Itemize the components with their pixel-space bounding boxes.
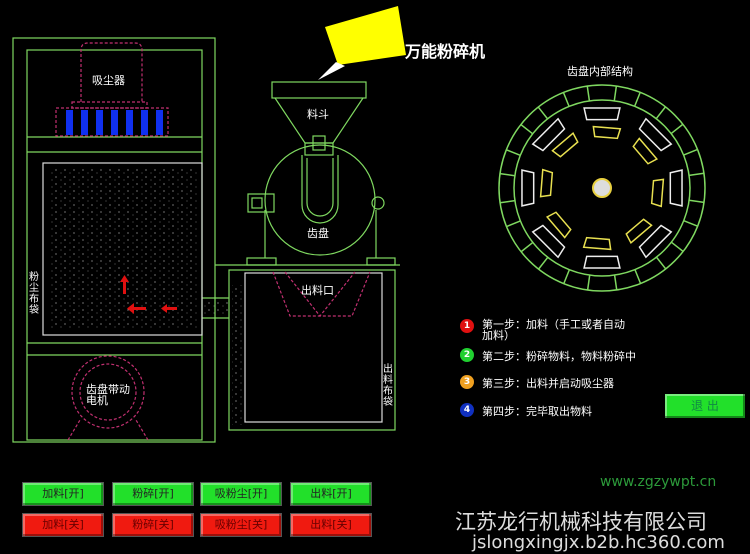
blade [638,117,673,152]
gear-tooth [562,92,570,107]
gear-tooth [506,220,521,228]
gear-tooth [670,241,684,253]
blade [551,131,579,158]
blade [521,169,535,207]
gear-tooth [537,256,549,270]
step-text: 第一步：加料（手工或者自动加料） [482,318,625,342]
blade [531,117,566,152]
gear-tooth [499,172,515,177]
gear-tooth [520,241,534,253]
gear-tooth [563,269,571,284]
watermark: www.zgzywpt.cn [600,474,717,490]
outlet-label: 出料口 [301,284,334,297]
gear-tooth [520,123,534,135]
flow-arrows-icon [120,275,177,314]
gear-tooth [655,256,667,270]
blade [583,255,621,269]
step-2: 2 第二步：粉碎物料，物料粉碎中 [460,348,660,364]
feed-off-button[interactable]: 加料[关] [22,513,104,537]
page-title: 万能粉碎机 [405,42,486,61]
exit-button[interactable]: 退 出 [665,394,745,418]
crush-on-button[interactable]: 粉碎[开] [112,482,194,506]
gear-internal-label: 齿盘内部结构 [567,65,633,78]
step-3: 3 第三步：出料并启动吸尘器 [460,375,660,391]
blade [545,211,572,239]
gear-tooth [586,275,591,291]
gear-disc-diagram [498,84,706,292]
step-text: 第四步：完毕取出物料 [482,405,592,418]
step-text: 第二步：粉碎物料，物料粉碎中 [482,350,636,363]
step-number-badge: 4 [460,403,474,417]
blade [669,169,683,207]
dust-chamber [42,162,383,423]
step-1: 1 第一步：加料（手工或者自动加料） [460,319,660,341]
company-name: 江苏龙行机械科技有限公司 [455,510,707,534]
blade [625,218,653,245]
gear-tooth [634,269,642,284]
outlet-bag-label: 出料布袋 [383,364,393,408]
powder-bag-label: 粉尘布袋 [29,272,39,316]
company-url: jslongxingjx.b2b.hc360.com [472,532,725,553]
step-text: 第三步：出料并启动吸尘器 [482,377,614,390]
gear-tooth [655,106,667,120]
blade [650,178,665,208]
step-number-badge: 1 [460,319,474,333]
gear-tooth [506,149,521,157]
hopper-label: 料斗 [307,108,329,121]
gear-tooth [633,92,641,107]
blade [632,137,659,165]
gear-tooth [689,199,705,204]
blade [539,168,554,198]
callout-icon [325,6,406,65]
gear-tooth [499,199,516,204]
step-number-badge: 3 [460,375,474,389]
gear-tooth [613,274,618,291]
crush-off-button[interactable]: 粉碎[关] [112,513,194,537]
dust-suction-off-button[interactable]: 吸粉尘[关] [200,513,282,537]
discharge-off-button[interactable]: 出料[关] [290,513,372,537]
step-number-badge: 2 [460,348,474,362]
blade [582,236,612,251]
gear-tooth [586,85,591,102]
gear-tooth [670,123,684,135]
dust-collector-label: 吸尘器 [92,74,125,87]
feed-on-button[interactable]: 加料[开] [22,482,104,506]
blade [592,125,622,140]
gear-disc-label: 齿盘 [307,227,329,240]
discharge-on-button[interactable]: 出料[开] [290,482,372,506]
blade [638,224,673,259]
blade [531,224,566,259]
dust-particles [48,168,244,425]
gear-tooth [688,172,705,177]
gear-tooth [537,106,549,120]
dust-suction-on-button[interactable]: 吸粉尘[开] [200,482,282,506]
gear-tooth [683,219,698,227]
blade [583,107,621,121]
step-4: 4 第四步：完毕取出物料 [460,403,660,419]
motor-label: 齿盘带动电机 [86,383,130,407]
gear-tooth [613,85,618,101]
gear-tooth [683,148,698,156]
